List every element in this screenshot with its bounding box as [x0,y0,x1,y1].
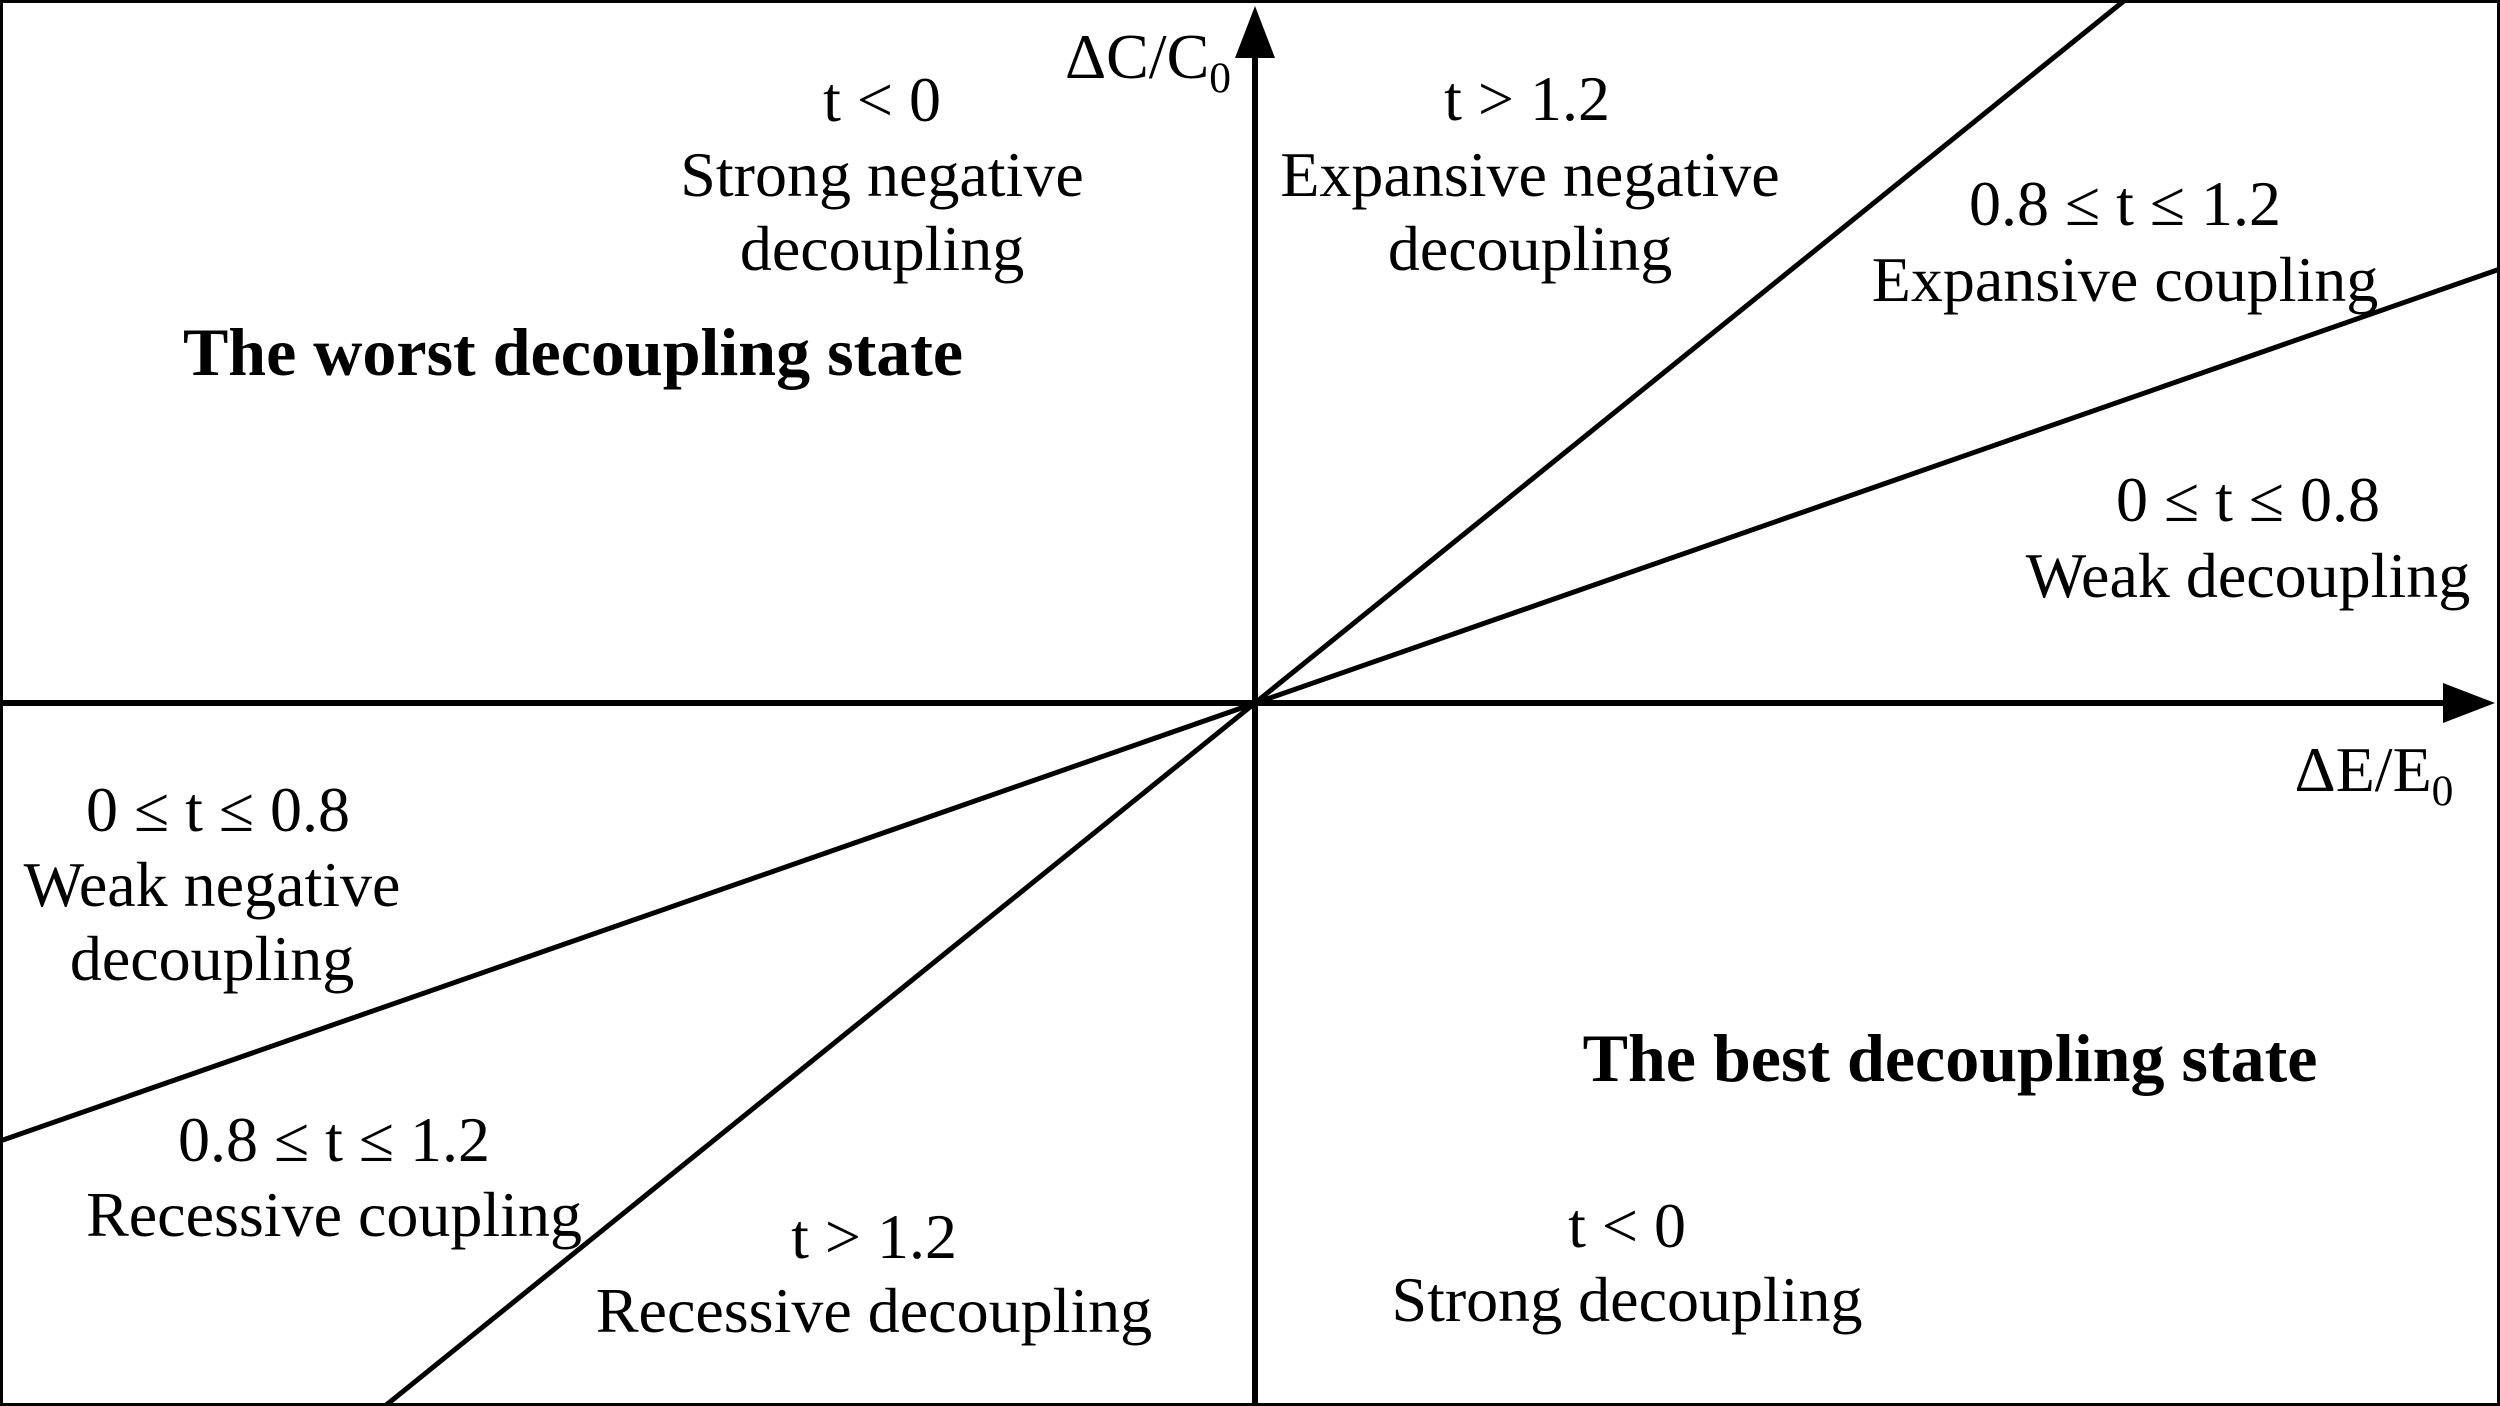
y-axis-arrowhead-icon [1235,6,1275,58]
y-axis-label-text: ΔC/C [1064,21,1210,92]
x-axis-label-subscript: 0 [2431,766,2454,815]
recessive-coupling-condition: 0.8 ≤ t ≤ 1.2 [177,1104,491,1175]
expansive-negative-decoupling-condition: t > 1.2 [1444,63,1610,134]
x-axis-arrowhead-icon [2443,683,2495,723]
y-axis-label-subscript: 0 [1209,53,1232,102]
recessive-coupling-name: Recessive coupling [86,1179,582,1250]
recessive-decoupling-name: Recessive decoupling [595,1275,1153,1346]
strong-decoupling-condition: t < 0 [1568,1190,1686,1261]
worst-decoupling-state-heading: The worst decoupling state [182,314,964,390]
expansive-coupling-name: Expansive coupling [1871,244,2379,315]
weak-negative-decoupling-name-line2: decoupling [69,923,355,994]
strong-negative-decoupling-condition: t < 0 [823,64,941,135]
y-axis-label: ΔC/C0 [1065,25,1231,100]
weak-negative-decoupling-name-line1: Weak negative [23,849,401,920]
weak-decoupling-name: Weak decoupling [2025,540,2471,611]
x-axis-label: ΔE/E0 [2295,738,2454,813]
strong-decoupling-name: Strong decoupling [1391,1264,1863,1335]
expansive-negative-decoupling-name-line2: decoupling [1387,213,1673,284]
weak-negative-decoupling-condition: 0 ≤ t ≤ 0.8 [85,774,351,845]
recessive-decoupling-condition: t > 1.2 [791,1201,957,1272]
expansive-coupling-condition: 0.8 ≤ t ≤ 1.2 [1968,168,2282,239]
weak-decoupling-condition: 0 ≤ t ≤ 0.8 [2115,464,2381,535]
best-decoupling-state-heading: The best decoupling state [1582,1020,2318,1096]
strong-negative-decoupling-name-line2: decoupling [739,213,1025,284]
x-axis-label-text: ΔE/E [2294,734,2432,805]
expansive-negative-decoupling-name-line1: Expansive negative [1280,139,1780,210]
strong-negative-decoupling-name-line1: Strong negative [680,139,1084,210]
